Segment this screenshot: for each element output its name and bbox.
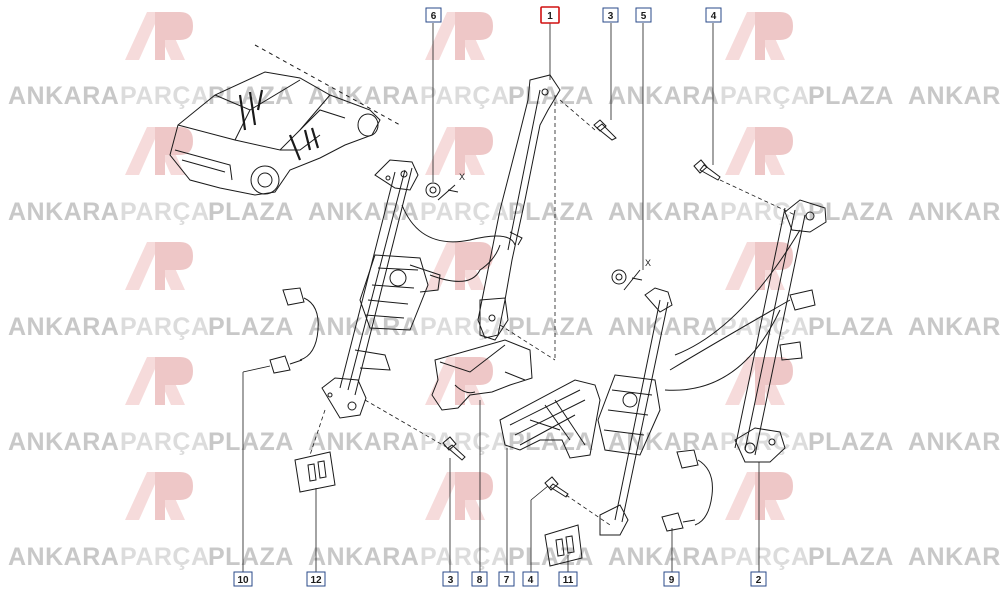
callout-11: 11 — [558, 571, 578, 587]
svg-text:ANKARA: ANKARA — [908, 198, 1000, 226]
svg-text:ANKARA: ANKARA — [308, 428, 419, 456]
callout-12: 12 — [306, 571, 326, 587]
svg-text:PARÇA: PARÇA — [420, 198, 510, 226]
callout-leaders — [242, 23, 760, 572]
svg-text:ANKARA: ANKARA — [8, 543, 119, 571]
axis-marks: X X — [459, 172, 651, 268]
svg-text:PARÇA: PARÇA — [120, 313, 210, 341]
svg-text:ANKARA: ANKARA — [608, 543, 719, 571]
svg-text:8: 8 — [477, 575, 483, 586]
svg-text:11: 11 — [563, 575, 574, 586]
fasteners — [425, 119, 721, 498]
svg-text:1: 1 — [547, 11, 553, 22]
svg-text:PARÇA: PARÇA — [720, 313, 810, 341]
svg-text:6: 6 — [431, 11, 437, 22]
watermark-text: ANKARA PARÇA PLAZA ANKARA PARÇA PLAZA AN… — [8, 82, 1000, 571]
svg-text:3: 3 — [608, 11, 614, 22]
assembly-guides — [309, 95, 796, 526]
svg-text:10: 10 — [237, 575, 249, 586]
svg-text:PARÇA: PARÇA — [120, 543, 210, 571]
svg-text:ANKARA: ANKARA — [8, 313, 119, 341]
callout-8: 8 — [471, 571, 488, 587]
svg-text:PARÇA: PARÇA — [120, 82, 210, 110]
svg-text:PLAZA: PLAZA — [808, 543, 894, 571]
svg-text:ANKARA: ANKARA — [8, 198, 119, 226]
callout-4-bottom: 4 — [522, 571, 539, 587]
svg-text:PARÇA: PARÇA — [720, 198, 810, 226]
svg-text:ANKARA: ANKARA — [908, 82, 1000, 110]
svg-text:9: 9 — [669, 575, 675, 586]
car-illustration — [169, 44, 401, 196]
svg-text:ANKARA: ANKARA — [908, 428, 1000, 456]
callout-5: 5 — [635, 7, 652, 23]
svg-text:ANKARA: ANKARA — [8, 428, 119, 456]
electrical-connectors — [269, 287, 713, 567]
svg-text:PARÇA: PARÇA — [420, 313, 510, 341]
trim-panels — [431, 339, 601, 459]
glass-rail-part — [477, 74, 561, 341]
svg-text:PLAZA: PLAZA — [508, 428, 594, 456]
svg-text:PLAZA: PLAZA — [808, 313, 894, 341]
svg-text:PLAZA: PLAZA — [508, 313, 594, 341]
callout-2: 2 — [750, 571, 767, 587]
svg-text:PARÇA: PARÇA — [120, 428, 210, 456]
svg-text:PLAZA: PLAZA — [808, 198, 894, 226]
svg-text:PLAZA: PLAZA — [508, 198, 594, 226]
callout-1: 1 — [540, 6, 560, 24]
svg-text:PARÇA: PARÇA — [120, 198, 210, 226]
svg-text:PLAZA: PLAZA — [208, 313, 294, 341]
svg-text:PARÇA: PARÇA — [720, 428, 810, 456]
svg-text:ANKARA: ANKARA — [608, 82, 719, 110]
left-regulator-assembly — [321, 159, 516, 419]
svg-text:3: 3 — [448, 575, 454, 586]
axis-x-right: X — [645, 258, 651, 268]
svg-text:ANKARA: ANKARA — [608, 313, 719, 341]
callout-9: 9 — [663, 571, 680, 587]
svg-text:ANKARA: ANKARA — [308, 198, 419, 226]
svg-text:PLAZA: PLAZA — [208, 543, 294, 571]
svg-text:PARÇA: PARÇA — [420, 82, 510, 110]
svg-text:PARÇA: PARÇA — [720, 82, 810, 110]
svg-text:PLAZA: PLAZA — [808, 428, 894, 456]
svg-text:ANKARA: ANKARA — [308, 313, 419, 341]
svg-text:ANKARA: ANKARA — [608, 198, 719, 226]
svg-text:7: 7 — [504, 575, 510, 586]
right-regulator-assembly — [597, 199, 827, 536]
callout-4-top: 4 — [705, 7, 722, 23]
svg-text:5: 5 — [641, 11, 647, 22]
callout-3-bottom: 3 — [442, 571, 459, 587]
svg-text:PLAZA: PLAZA — [808, 82, 894, 110]
svg-text:ANKARA: ANKARA — [308, 82, 419, 110]
svg-text:ANKARA: ANKARA — [308, 543, 419, 571]
svg-text:ANKARA: ANKARA — [8, 82, 119, 110]
callout-3-top: 3 — [602, 7, 619, 23]
svg-text:PLAZA: PLAZA — [208, 428, 294, 456]
axis-x-left: X — [459, 172, 465, 182]
wm-word: ANKARA — [8, 82, 119, 110]
svg-text:ANKARA: ANKARA — [908, 313, 1000, 341]
svg-text:PARÇA: PARÇA — [720, 543, 810, 571]
callout-6: 6 — [425, 7, 442, 23]
svg-text:4: 4 — [711, 11, 717, 22]
callout-labels: 1 3 6 5 4 10 12 3 — [233, 6, 767, 587]
svg-text:ANKARA: ANKARA — [908, 543, 1000, 571]
svg-text:PARÇA: PARÇA — [420, 543, 510, 571]
svg-text:PLAZA: PLAZA — [208, 198, 294, 226]
svg-text:2: 2 — [756, 575, 762, 586]
callout-10: 10 — [233, 571, 253, 587]
svg-text:PARÇA: PARÇA — [420, 428, 510, 456]
callout-7: 7 — [498, 571, 515, 587]
watermark-logos — [125, 12, 793, 520]
svg-text:4: 4 — [528, 575, 534, 586]
svg-text:12: 12 — [310, 575, 322, 586]
